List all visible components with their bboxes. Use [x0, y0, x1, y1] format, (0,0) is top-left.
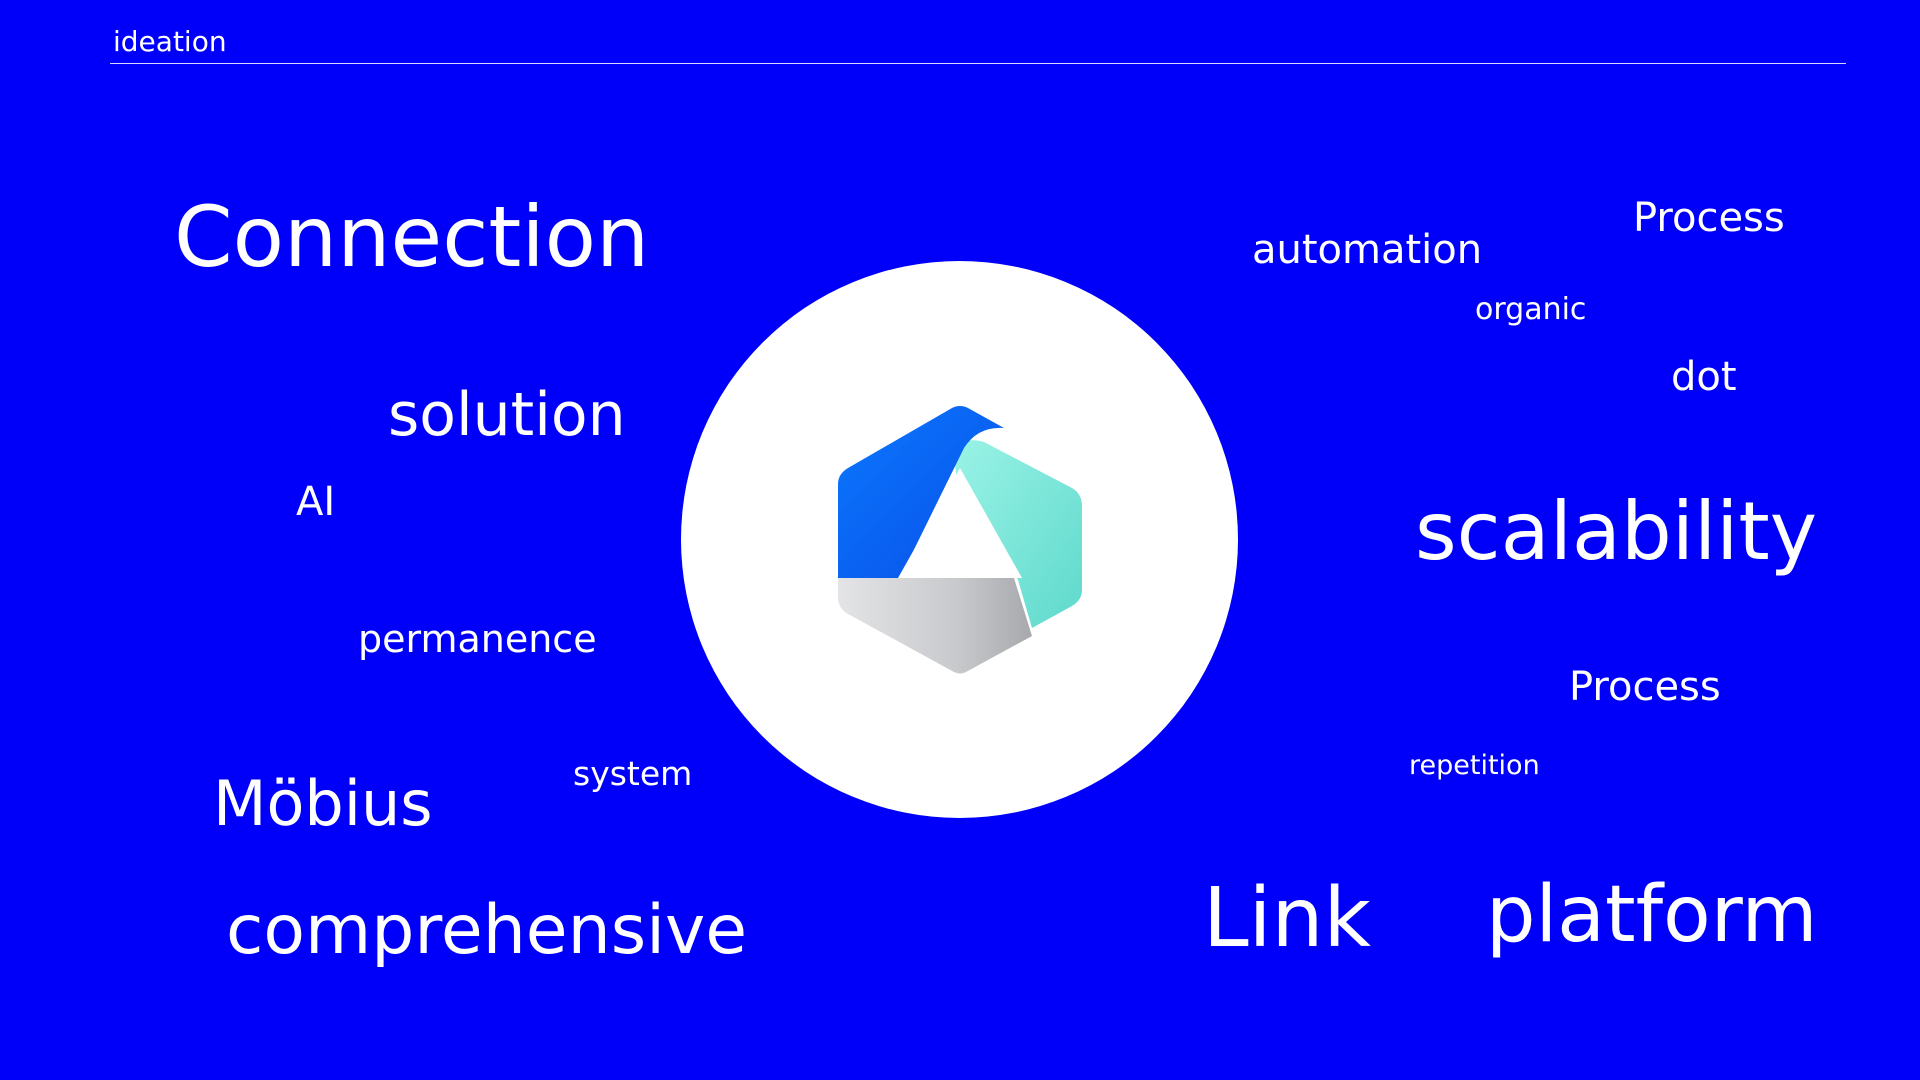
word-automation: automation — [1252, 227, 1483, 273]
word-platform: platform — [1486, 870, 1818, 960]
header-divider — [110, 63, 1846, 64]
hexagon-triangle-logo-icon — [838, 406, 1082, 674]
word-scalability: scalability — [1415, 485, 1818, 578]
word-process-top: Process — [1633, 195, 1785, 241]
word-mobius: Möbius — [213, 767, 433, 840]
word-system: system — [573, 754, 693, 793]
word-ai: AI — [296, 479, 336, 525]
word-repetition: repetition — [1409, 750, 1540, 781]
word-dot: dot — [1671, 354, 1737, 400]
word-permanence: permanence — [358, 617, 597, 661]
section-label: ideation — [113, 25, 227, 58]
word-solution: solution — [388, 380, 626, 450]
word-connection: Connection — [174, 188, 650, 286]
word-organic: organic — [1475, 292, 1587, 327]
word-process-mid: Process — [1569, 664, 1721, 710]
word-comprehensive: comprehensive — [226, 891, 748, 970]
word-link: Link — [1203, 871, 1371, 966]
